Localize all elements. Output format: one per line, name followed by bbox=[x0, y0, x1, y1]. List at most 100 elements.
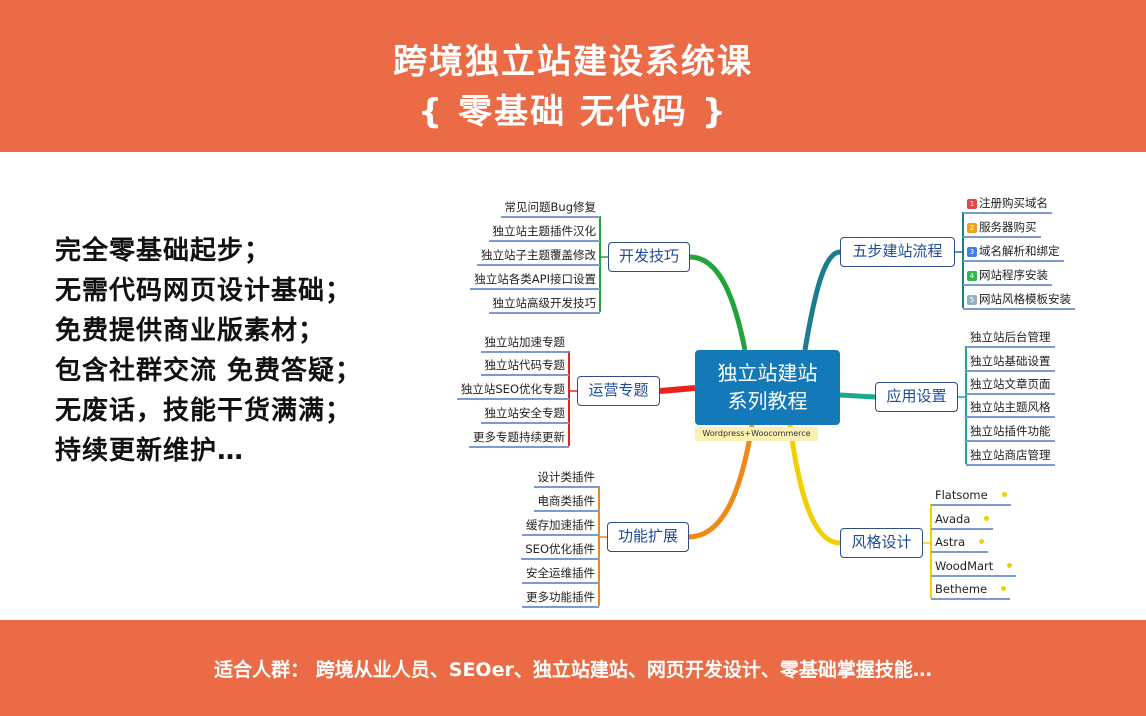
connector-dev bbox=[689, 254, 748, 351]
item-label: Flatsome bbox=[935, 488, 988, 502]
step-number-badge: 5 bbox=[967, 295, 977, 305]
feature-line: 包含社群交流 免费答疑； bbox=[55, 356, 363, 386]
step-number-badge: 2 bbox=[967, 223, 977, 233]
feature-line: 持续更新维护… bbox=[55, 436, 245, 466]
note-marker-icon bbox=[1001, 492, 1007, 497]
feature-line: 无需代码网页设计基础； bbox=[55, 276, 353, 306]
step-number-badge: 4 bbox=[967, 271, 977, 281]
item-label: WoodMart bbox=[935, 559, 994, 573]
topic-item[interactable]: 独立站安全专题 bbox=[480, 404, 569, 424]
topic-item[interactable]: 独立站各类API接口设置 bbox=[470, 270, 600, 290]
item-label: 独立站SEO优化专题 bbox=[460, 382, 565, 396]
topic-item[interactable]: Astra bbox=[931, 533, 989, 553]
item-label: Betheme bbox=[935, 582, 988, 596]
topic-item[interactable]: 独立站文章页面 bbox=[966, 375, 1055, 395]
item-label: 电商类插件 bbox=[537, 494, 596, 508]
item-label: 独立站文章页面 bbox=[970, 377, 1051, 391]
item-label: 独立站主题风格 bbox=[970, 400, 1051, 414]
header-banner: 跨境独立站建设系统课 { 零基础 无代码 } bbox=[0, 0, 1146, 152]
topic-item[interactable]: 独立站子主题覆盖修改 bbox=[477, 246, 600, 266]
course-title: 跨境独立站建设系统课 bbox=[393, 42, 753, 82]
center-line2: 系列教程 bbox=[727, 389, 808, 413]
footer-banner: 适合人群： 跨境从业人员、SEOer、独立站建站、网页开发设计、零基础掌握技能… bbox=[0, 620, 1146, 716]
topic-item[interactable]: Betheme bbox=[931, 580, 1011, 600]
course-subtitle: { 零基础 无代码 } bbox=[418, 92, 728, 132]
item-label: SEO优化插件 bbox=[525, 542, 595, 556]
topic-ext[interactable]: 功能扩展 bbox=[607, 522, 689, 552]
topic-item[interactable]: 独立站主题插件汉化 bbox=[488, 222, 600, 242]
topic-item[interactable]: 电商类插件 bbox=[533, 492, 599, 512]
item-label: 设计类插件 bbox=[537, 470, 596, 484]
topic-item[interactable]: Flatsome bbox=[931, 486, 1011, 506]
connector-style bbox=[787, 424, 841, 546]
topic-item[interactable]: 独立站基础设置 bbox=[966, 352, 1055, 372]
topic-item[interactable]: 独立站代码专题 bbox=[480, 356, 569, 376]
topic-app[interactable]: 应用设置 bbox=[875, 382, 958, 412]
connector-app bbox=[839, 392, 876, 400]
item-label: 独立站安全专题 bbox=[484, 406, 566, 420]
note-marker-icon bbox=[1001, 586, 1007, 591]
connector-ext bbox=[687, 424, 755, 540]
item-label: 独立站商店管理 bbox=[970, 448, 1051, 462]
item-label: 独立站主题插件汉化 bbox=[492, 224, 597, 238]
topic-item[interactable]: 设计类插件 bbox=[533, 468, 599, 488]
item-label: 网站风格模板安装 bbox=[979, 292, 1071, 306]
item-label: 缓存加速插件 bbox=[526, 518, 595, 532]
topic-item[interactable]: 常见问题Bug修复 bbox=[500, 198, 600, 218]
topic-item[interactable]: 独立站后台管理 bbox=[966, 328, 1055, 348]
item-label: 服务器购买 bbox=[979, 220, 1037, 234]
step-number-badge: 3 bbox=[967, 247, 977, 257]
feature-line: 免费提供商业版素材； bbox=[55, 316, 326, 346]
note-marker-icon bbox=[984, 516, 990, 521]
item-label: 独立站后台管理 bbox=[970, 330, 1051, 344]
topic-item[interactable]: 独立站SEO优化专题 bbox=[456, 380, 569, 400]
item-label: Astra bbox=[935, 535, 966, 549]
note-marker-icon bbox=[1007, 563, 1013, 568]
item-label: 独立站高级开发技巧 bbox=[492, 296, 597, 310]
topic-item[interactable]: 更多功能插件 bbox=[522, 588, 599, 608]
topic-item[interactable]: 缓存加速插件 bbox=[522, 516, 599, 536]
item-label: 网站程序安装 bbox=[979, 268, 1048, 282]
step-number-badge: 1 bbox=[967, 199, 977, 209]
topic-item[interactable]: 独立站高级开发技巧 bbox=[488, 294, 600, 314]
item-label: 独立站各类API接口设置 bbox=[474, 272, 596, 286]
topic-item[interactable]: 更多专题持续更新 bbox=[469, 428, 569, 448]
feature-line: 无废话，技能干货满满； bbox=[55, 396, 353, 426]
audience-text: 适合人群： 跨境从业人员、SEOer、独立站建站、网页开发设计、零基础掌握技能… bbox=[214, 659, 932, 681]
topic-steps[interactable]: 五步建站流程 bbox=[840, 237, 955, 267]
topic-item[interactable]: 安全运维插件 bbox=[522, 564, 599, 584]
item-label: 域名解析和绑定 bbox=[979, 244, 1060, 258]
item-label: 独立站基础设置 bbox=[970, 354, 1051, 368]
item-label: 独立站加速专题 bbox=[484, 335, 566, 349]
center-subtitle: Wordpress+Woocommerce bbox=[695, 427, 818, 441]
topic-item[interactable]: Avada bbox=[931, 510, 994, 530]
item-label: 独立站子主题覆盖修改 bbox=[481, 248, 596, 262]
item-label: 安全运维插件 bbox=[526, 566, 595, 580]
item-label: 独立站代码专题 bbox=[484, 358, 566, 372]
topic-item[interactable]: 独立站加速专题 bbox=[480, 333, 569, 353]
connector-steps bbox=[802, 249, 841, 351]
note-marker-icon bbox=[979, 539, 985, 544]
topic-style[interactable]: 风格设计 bbox=[840, 528, 923, 558]
item-label: 常见问题Bug修复 bbox=[504, 200, 596, 214]
connector-ops bbox=[659, 385, 696, 394]
topic-item[interactable]: 独立站主题风格 bbox=[966, 398, 1055, 418]
item-label: 注册购买域名 bbox=[979, 196, 1048, 210]
feature-line: 完全零基础起步； bbox=[55, 236, 272, 266]
item-label: 更多专题持续更新 bbox=[473, 430, 565, 444]
topic-dev[interactable]: 开发技巧 bbox=[608, 242, 690, 272]
item-label: 更多功能插件 bbox=[526, 590, 595, 604]
center-line1: 独立站建站 bbox=[717, 361, 818, 385]
topic-item[interactable]: 独立站插件功能 bbox=[966, 422, 1055, 442]
topic-item[interactable]: 独立站商店管理 bbox=[966, 446, 1055, 466]
topic-item[interactable]: SEO优化插件 bbox=[521, 540, 599, 560]
topic-ops[interactable]: 运营专题 bbox=[577, 376, 660, 406]
topic-item[interactable]: WoodMart bbox=[931, 557, 1017, 577]
item-label: 独立站插件功能 bbox=[970, 424, 1051, 438]
